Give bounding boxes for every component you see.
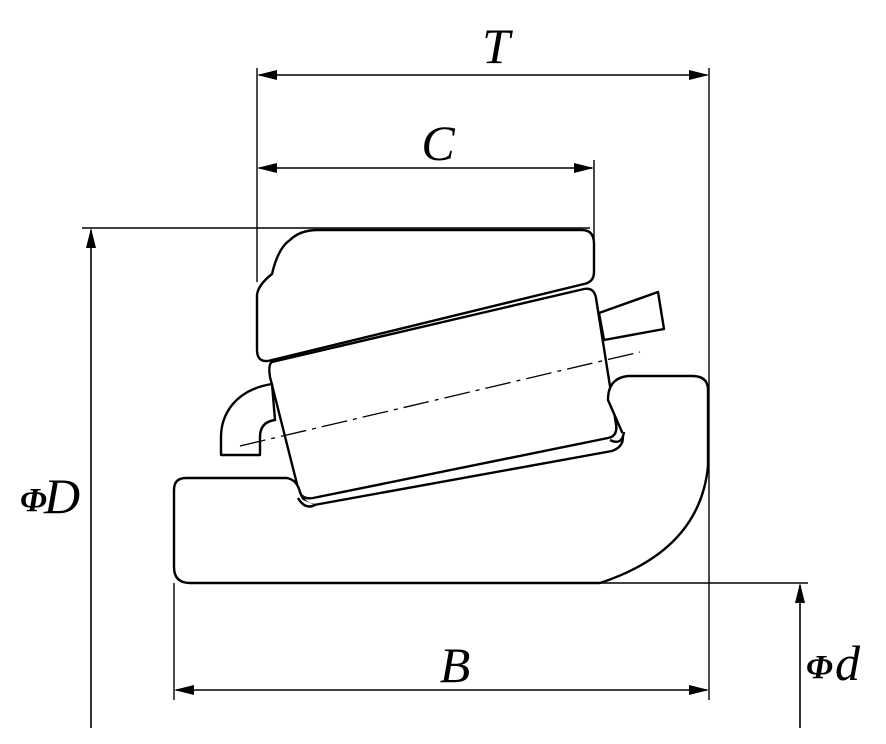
dimension-phi-d: Φ d: [795, 583, 861, 728]
tapered-roller: [268, 287, 618, 500]
label-phi-D-symbol: Φ: [20, 482, 47, 519]
dimension-C: C: [257, 115, 594, 173]
cage-small-end-hook: [219, 382, 277, 457]
roller-axis-centerline: [239, 351, 641, 447]
dimension-B: B: [174, 637, 709, 695]
dimension-phi-D: Φ D: [20, 228, 96, 728]
dimension-T: T: [257, 18, 709, 80]
label-d: d: [835, 635, 861, 691]
label-C: C: [421, 115, 455, 171]
roller-large-end-contact: [609, 431, 626, 443]
roller-small-end-contact: [296, 497, 316, 508]
label-T: T: [482, 18, 513, 74]
label-D: D: [43, 468, 80, 524]
label-phi-d-symbol: Φ: [806, 649, 833, 686]
label-B: B: [440, 637, 471, 693]
cage-large-end-tab: [597, 290, 666, 342]
inner-ring: [172, 374, 710, 585]
outer-ring: [255, 228, 596, 363]
